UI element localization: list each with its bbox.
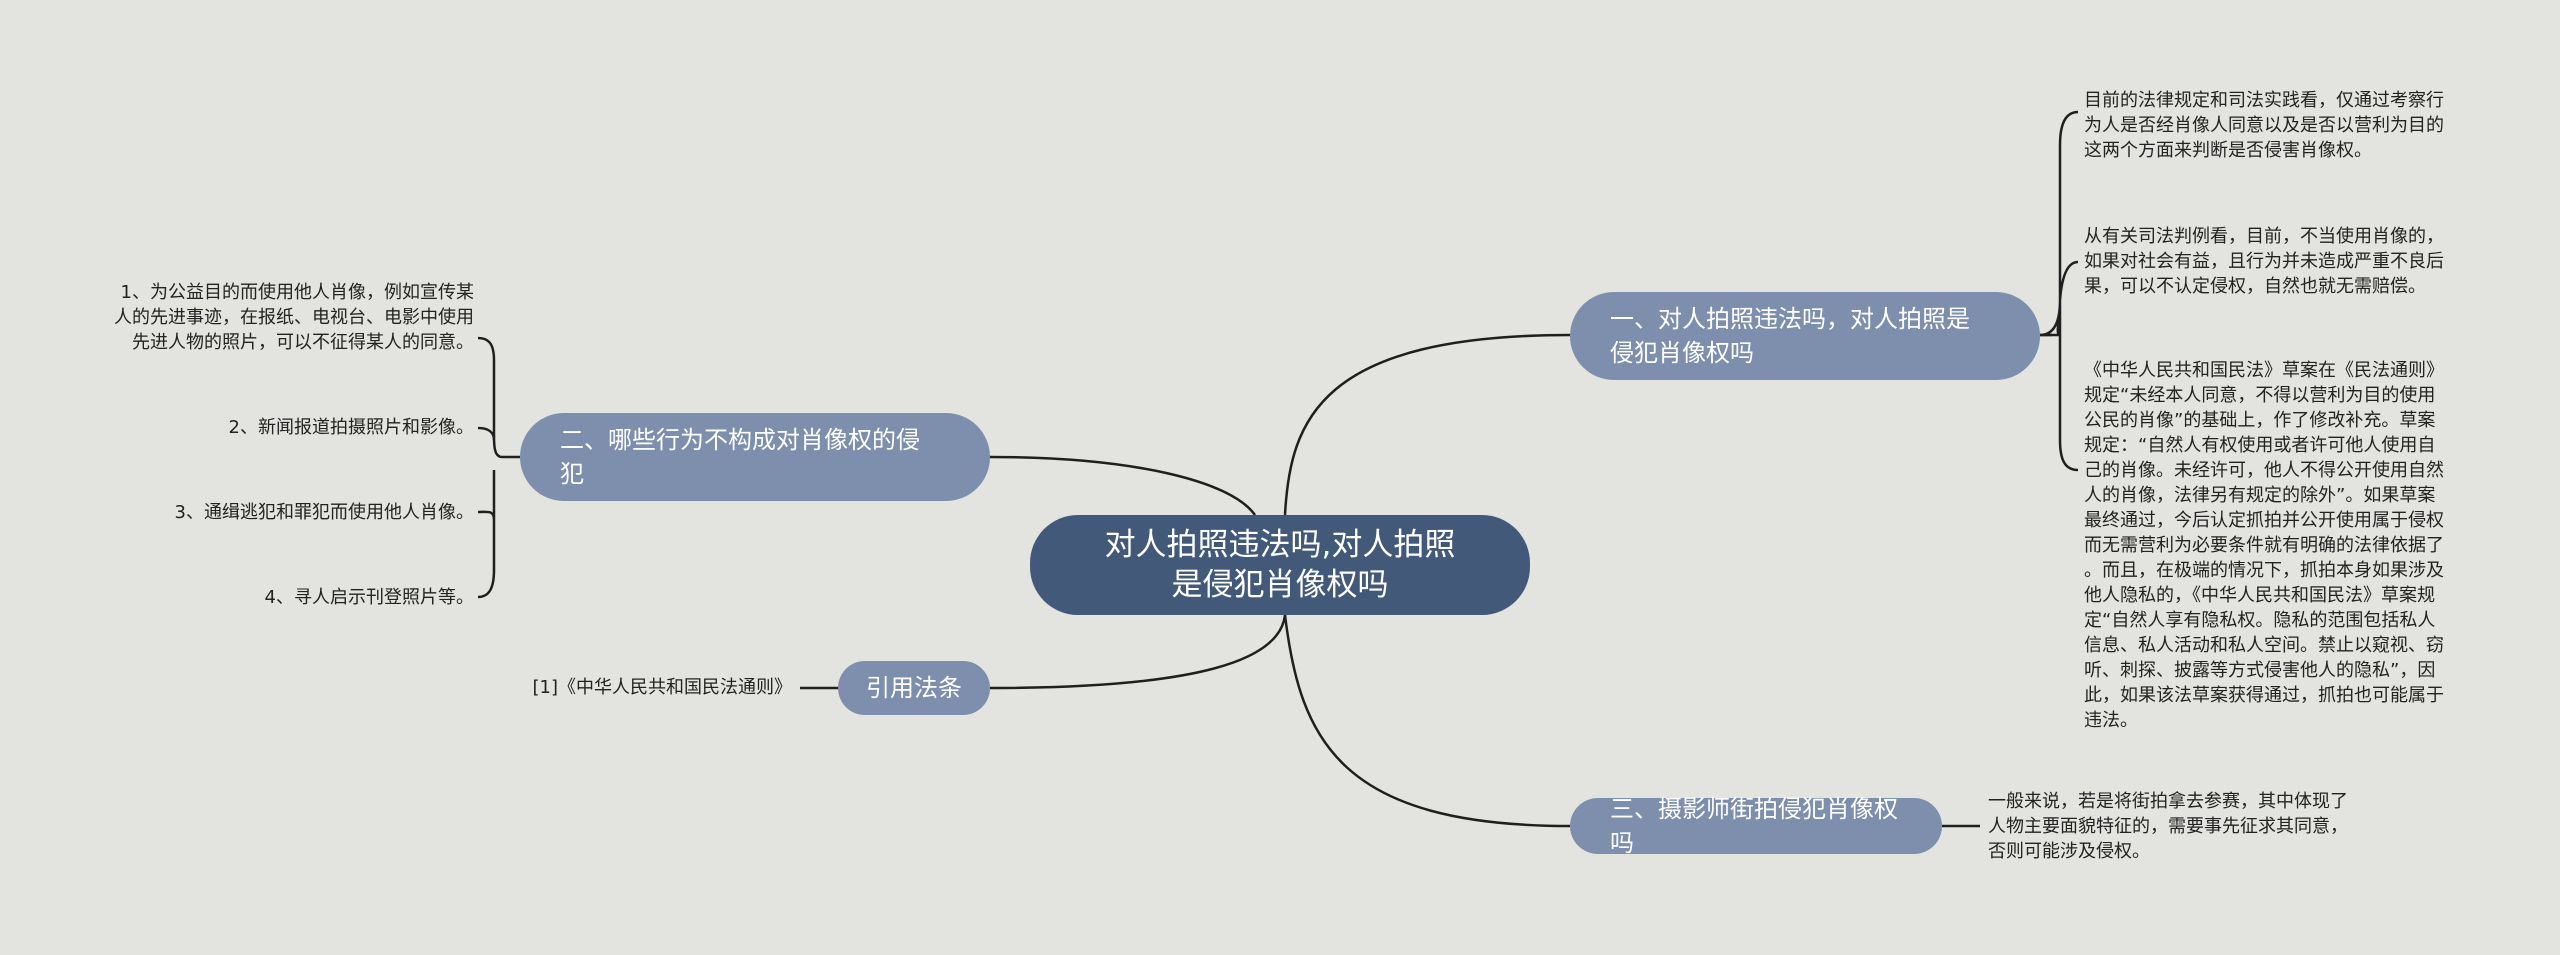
connector-root-b3 — [989, 614, 1287, 690]
root-topic-label: 对人拍照违法吗,对人拍照 是侵犯肖像权吗 — [1104, 527, 1456, 603]
branch-node-1-label: 一、对人拍照违法吗，对人拍照是 侵犯肖像权吗 — [1610, 305, 1970, 367]
leaf-b2-1-text: 1、为公益目的而使用他人肖像，例如宣传某 人的先进事迹，在报纸、电视台、电影中使… — [114, 282, 474, 353]
branch-node-3[interactable]: 引用法条 — [838, 661, 990, 715]
branch-node-4-label: 三、摄影师街拍侵犯肖像权吗 — [1610, 795, 1898, 857]
leaf-b1-3: 《中华人民共和国民法》草案在《民法通则》 规定“未经本人同意，不得以营利为目的使… — [2084, 358, 2504, 733]
leaf-b2-3: 3、通缉逃犯和罪犯而使用他人肖像。 — [50, 500, 474, 525]
bracket-b1 — [2039, 110, 2079, 472]
leaf-b2-2-text: 2、新闻报道拍摄照片和影像。 — [228, 417, 474, 438]
connector-root-b4 — [1283, 614, 1571, 828]
connector-root-b2 — [989, 455, 1257, 516]
leaf-b1-3-text: 《中华人民共和国民法》草案在《民法通则》 规定“未经本人同意，不得以营利为目的使… — [2084, 360, 2444, 731]
leaf-b1-1: 目前的法律规定和司法实践看，仅通过考察行 为人是否经肖像人同意以及是否以营利为目… — [2084, 88, 2504, 163]
connector-root-b1 — [1283, 333, 1571, 516]
leaf-b2-2: 2、新闻报道拍摄照片和影像。 — [50, 415, 474, 440]
root-topic[interactable]: 对人拍照违法吗,对人拍照 是侵犯肖像权吗 — [1030, 515, 1530, 615]
leaf-b1-2: 从有关司法判例看，目前，不当使用肖像的， 如果对社会有益，且行为并未造成严重不良… — [2084, 224, 2504, 299]
branch-node-1[interactable]: 一、对人拍照违法吗，对人拍照是 侵犯肖像权吗 — [1570, 292, 2040, 380]
branch-node-3-label: 引用法条 — [866, 674, 962, 702]
leaf-b3-1-text: [1]《中华人民共和国民法通则》 — [532, 677, 793, 698]
leaf-b4-1-text: 一般来说，若是将街拍拿去参赛，其中体现了 人物主要面貌特征的，需要事先征求其同意… — [1988, 791, 2348, 862]
leaf-b2-4-text: 4、寻人启示刊登照片等。 — [264, 587, 474, 608]
branch-node-4[interactable]: 三、摄影师街拍侵犯肖像权吗 — [1570, 795, 1942, 857]
leaf-b1-2-text: 从有关司法判例看，目前，不当使用肖像的， 如果对社会有益，且行为并未造成严重不良… — [2084, 226, 2444, 297]
leaf-b4-1: 一般来说，若是将街拍拿去参赛，其中体现了 人物主要面貌特征的，需要事先征求其同意… — [1988, 789, 2408, 864]
leaf-b3-1: [1]《中华人民共和国民法通则》 — [440, 675, 793, 700]
leaf-b2-4: 4、寻人启示刊登照片等。 — [50, 585, 474, 610]
branch-node-2-label: 二、哪些行为不构成对肖像权的侵 犯 — [560, 426, 920, 488]
leaf-b1-1-text: 目前的法律规定和司法实践看，仅通过考察行 为人是否经肖像人同意以及是否以营利为目… — [2084, 90, 2444, 161]
branch-node-2[interactable]: 二、哪些行为不构成对肖像权的侵 犯 — [520, 413, 990, 501]
bracket-b2 — [477, 336, 520, 599]
leaf-b2-1: 1、为公益目的而使用他人肖像，例如宣传某 人的先进事迹，在报纸、电视台、电影中使… — [50, 280, 474, 355]
leaf-b2-3-text: 3、通缉逃犯和罪犯而使用他人肖像。 — [174, 502, 474, 523]
